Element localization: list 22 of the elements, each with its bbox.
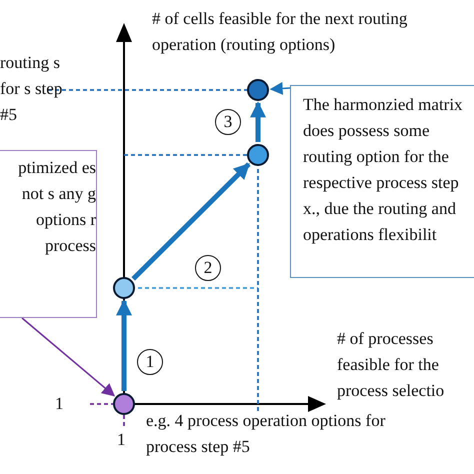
- arrow: [116, 299, 132, 391]
- leader-line: [22, 317, 116, 396]
- callout-text: The harmonzied matrix does possess some routing option for the respective process step x., due the routing and operations flexibilit: [303, 94, 464, 246]
- note-text: e.g. 4 process operation options for process step #5: [146, 410, 386, 458]
- tick-label: 1: [117, 429, 126, 451]
- step-number: 1: [137, 349, 163, 375]
- leader-line: [270, 82, 290, 95]
- step-number: 2: [195, 255, 221, 281]
- axis-title: # of processes feasible for the process selectio: [337, 328, 446, 402]
- axis-title: # of cells feasible for the next routing operation (routing options): [152, 8, 408, 56]
- arrow: [131, 162, 251, 281]
- arrow: [250, 101, 266, 142]
- callout-text: ptimized es not s any g options r process: [17, 157, 96, 257]
- step-number: 3: [215, 109, 241, 135]
- data-point: [113, 393, 135, 415]
- data-point: [247, 144, 269, 166]
- callout-box: [0, 150, 97, 318]
- callout-box: [290, 85, 474, 278]
- note-text: routing s for s step #5: [0, 52, 64, 126]
- tick-label: 1: [55, 393, 64, 415]
- data-point: [247, 79, 269, 101]
- data-point: [113, 277, 135, 299]
